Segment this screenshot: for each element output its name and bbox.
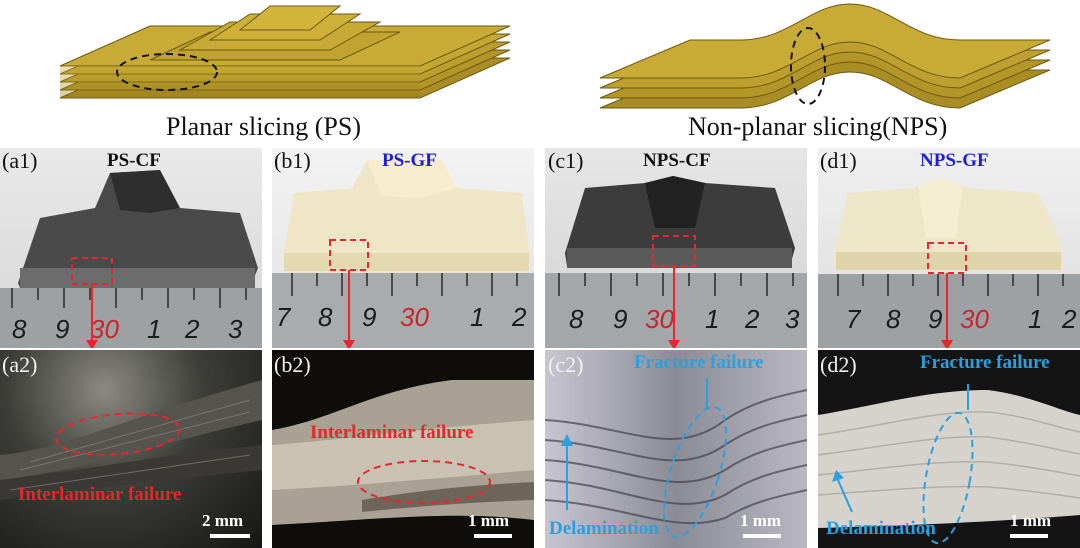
ruler-tick: 2	[511, 302, 527, 332]
photo-panel-a1: 8 9 30 1 2 3	[0, 148, 262, 348]
ruler-tick: 8	[318, 302, 333, 332]
panel-title-c1: NPS-CF	[643, 150, 711, 171]
ruler-tick: 8	[886, 304, 901, 334]
ruler-tick: 2	[1061, 304, 1077, 334]
panel-title-b1: PS-GF	[382, 150, 437, 171]
schematic-nonplanar	[590, 0, 1070, 115]
ruler-tick-red: 30	[400, 302, 429, 332]
ruler-tick: 9	[613, 304, 627, 334]
panel-title-d1: NPS-GF	[920, 150, 989, 171]
ruler-tick: 3	[785, 304, 800, 334]
panel-label-d2: (d2)	[820, 352, 857, 377]
panel-label-c1: (c1)	[548, 148, 584, 173]
ruler-tick: 8	[569, 304, 584, 334]
micrograph-a2	[0, 350, 262, 548]
ruler-tick: 9	[55, 314, 69, 344]
ruler-tick-red: 30	[960, 304, 989, 334]
scale-bar-b2: 1 mm	[468, 511, 510, 530]
photo-panel-b1: 7 8 9 30 1 2	[272, 148, 534, 348]
photo-panel-c1: 8 9 30 1 2 3	[545, 148, 807, 348]
annotation-interlaminar-b2: Interlaminar failure	[310, 422, 474, 443]
annotation-fracture-d2: Fracture failure	[920, 352, 1050, 373]
ruler-tick: 2	[744, 304, 760, 334]
scale-bar-a2: 2 mm	[202, 511, 244, 530]
annotation-delamination-c2: Delamination	[549, 518, 659, 539]
ruler-tick-red: 30	[645, 304, 674, 334]
ruler-tick: 9	[928, 304, 942, 334]
micrograph-d2	[818, 350, 1080, 548]
ruler-tick: 8	[12, 314, 27, 344]
photo-panel-d1: 7 8 9 30 1 2	[818, 148, 1080, 348]
nonplanar-caption: Non-planar slicing(NPS)	[688, 112, 948, 141]
panel-label-a2: (a2)	[2, 352, 38, 377]
scale-bar-d2: 1 mm	[1010, 511, 1052, 530]
annotation-interlaminar-a2: Interlaminar failure	[18, 484, 182, 505]
ruler-tick: 1	[705, 304, 719, 334]
ruler-tick: 9	[362, 302, 376, 332]
ruler-tick: 1	[470, 302, 484, 332]
schematic-planar	[40, 0, 520, 110]
scale-bar-c2: 1 mm	[740, 511, 782, 530]
micrograph-c2	[545, 350, 807, 548]
annotation-fracture-c2: Fracture failure	[634, 352, 764, 373]
planar-caption: Planar slicing (PS)	[166, 112, 361, 141]
panel-label-b2: (b2)	[274, 352, 311, 377]
panel-label-b1: (b1)	[274, 148, 311, 173]
ruler-tick: 1	[147, 314, 161, 344]
panel-label-d1: (d1)	[820, 148, 857, 173]
micrograph-b2	[272, 350, 534, 548]
panel-title-a1: PS-CF	[107, 150, 161, 171]
ruler-tick: 2	[184, 314, 200, 344]
ruler-tick-red: 30	[90, 314, 119, 344]
ruler-tick: 7	[846, 304, 862, 334]
panel-label-c2: (c2)	[548, 352, 584, 377]
ruler-tick: 1	[1028, 304, 1042, 334]
annotation-delamination-d2: Delamination	[826, 518, 936, 539]
ruler-tick: 3	[228, 314, 243, 344]
panel-label-a1: (a1)	[2, 148, 38, 173]
ruler-tick: 7	[276, 302, 292, 332]
